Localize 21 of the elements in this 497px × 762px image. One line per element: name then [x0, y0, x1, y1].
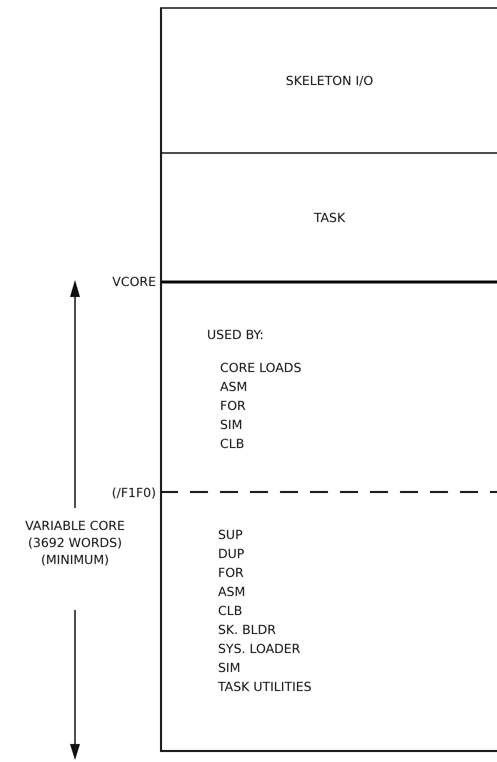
region-label: FOR	[218, 564, 244, 582]
region-label: SKELETON I/O	[284, 72, 374, 90]
region-label: TASK	[312, 209, 346, 227]
region-label: CORE LOADS	[220, 359, 302, 377]
region-label: FOR	[220, 397, 246, 415]
address-label: (/F1F0)	[110, 484, 156, 501]
memory-region	[160, 492, 497, 752]
region-label: CLB	[220, 435, 244, 453]
region-label: SK. BLDR	[218, 621, 276, 639]
region-label: ASM	[218, 583, 246, 601]
dimension-label: VARIABLE CORE (3692 WORDS) (MINIMUM)	[24, 517, 126, 568]
region-label: CLB	[218, 602, 242, 620]
list-heading: USED BY:	[207, 326, 264, 344]
region-label: SUP	[218, 526, 243, 544]
region-label: SYS. LOADER	[218, 640, 300, 658]
region-label: DUP	[218, 545, 244, 563]
address-label: VCORE	[111, 273, 156, 290]
region-label: SIM	[220, 416, 242, 434]
region-label: ASM	[220, 378, 248, 396]
region-label: SIM	[218, 659, 240, 677]
region-label: TASK UTILITIES	[218, 678, 312, 696]
